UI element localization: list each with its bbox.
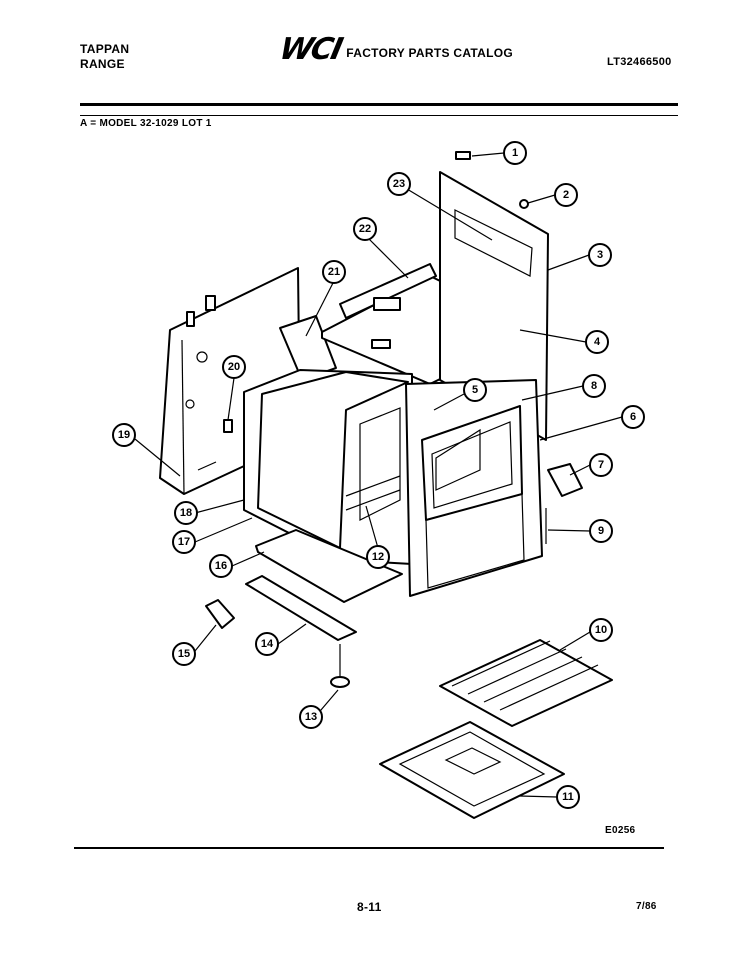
part-oven-liner: [243, 369, 413, 565]
callout-20: 20: [222, 355, 246, 379]
header-rule: [80, 103, 678, 106]
svg-text:3: 3: [597, 249, 603, 261]
part-front-frame: [405, 379, 543, 597]
callout-7: 7: [589, 453, 613, 477]
callout-4: 4: [585, 330, 609, 354]
part-leveling-leg: [330, 644, 350, 688]
callout-11: 11: [556, 785, 580, 809]
svg-text:19: 19: [118, 429, 130, 441]
catalog-title: FACTORY PARTS CATALOG: [346, 46, 514, 60]
callout-16: 16: [209, 554, 233, 578]
svg-text:11: 11: [562, 791, 574, 803]
callout-5: 5: [463, 378, 487, 402]
callout-2: 2: [554, 183, 578, 207]
header-rule-thin: [80, 115, 678, 116]
callout-17: 17: [172, 530, 196, 554]
product-type: RANGE: [80, 57, 125, 71]
svg-text:17: 17: [178, 536, 190, 548]
brand-block: TAPPAN RANGE: [80, 42, 129, 72]
brand-name: TAPPAN: [80, 42, 130, 56]
part-oven-rack: [439, 639, 613, 727]
svg-text:14: 14: [261, 638, 274, 650]
callout-14: 14: [255, 632, 279, 656]
callout-18: 18: [174, 501, 198, 525]
part-knob: [455, 151, 471, 160]
callout-21: 21: [322, 260, 346, 284]
svg-text:16: 16: [215, 560, 227, 572]
callout-22: 22: [353, 217, 377, 241]
svg-text:22: 22: [359, 223, 371, 235]
svg-text:2: 2: [563, 189, 569, 201]
svg-text:9: 9: [598, 525, 604, 537]
svg-text:10: 10: [595, 624, 607, 636]
callout-6: 6: [621, 405, 645, 429]
callout-19: 19: [112, 423, 136, 447]
callout-23: 23: [387, 172, 411, 196]
svg-text:20: 20: [228, 361, 240, 373]
svg-text:8: 8: [591, 380, 597, 392]
figure-code: E0256: [605, 825, 636, 836]
part-hinge: [547, 463, 583, 497]
svg-text:21: 21: [328, 266, 340, 278]
svg-text:7: 7: [598, 459, 604, 471]
svg-text:6: 6: [630, 411, 636, 423]
model-line: A = MODEL 32-1029 LOT 1: [80, 118, 212, 129]
callout-3: 3: [588, 243, 612, 267]
callout-10: 10: [589, 618, 613, 642]
date-code: 7/86: [636, 901, 657, 912]
svg-text:13: 13: [305, 711, 317, 723]
part-broiler-pan: [379, 721, 565, 819]
callout-1: 1: [503, 141, 527, 165]
svg-text:18: 18: [180, 507, 192, 519]
part-screw: [519, 199, 529, 209]
callout-13: 13: [299, 705, 323, 729]
svg-text:5: 5: [472, 384, 478, 396]
callout-15: 15: [172, 642, 196, 666]
part-drawer-rail: [245, 575, 357, 641]
leader-lines: [134, 152, 623, 798]
page-number: 8-11: [357, 900, 382, 914]
part-small-bracket: [205, 599, 235, 629]
part-back-panel: [439, 171, 549, 441]
svg-text:1: 1: [512, 147, 518, 159]
footer-rule: [74, 847, 664, 849]
catalog-number: LT32466500: [607, 56, 672, 68]
part-bottom-panel: [255, 529, 403, 603]
callout-12: 12: [366, 545, 390, 569]
svg-text:23: 23: [393, 178, 405, 190]
catalog-header: WCI FACTORY PARTS CATALOG: [276, 32, 514, 67]
callout-9: 9: [589, 519, 613, 543]
svg-text:4: 4: [594, 336, 601, 348]
callout-8: 8: [582, 374, 606, 398]
part-clip: [223, 419, 233, 433]
svg-text:12: 12: [372, 551, 384, 563]
svg-text:15: 15: [178, 648, 190, 660]
